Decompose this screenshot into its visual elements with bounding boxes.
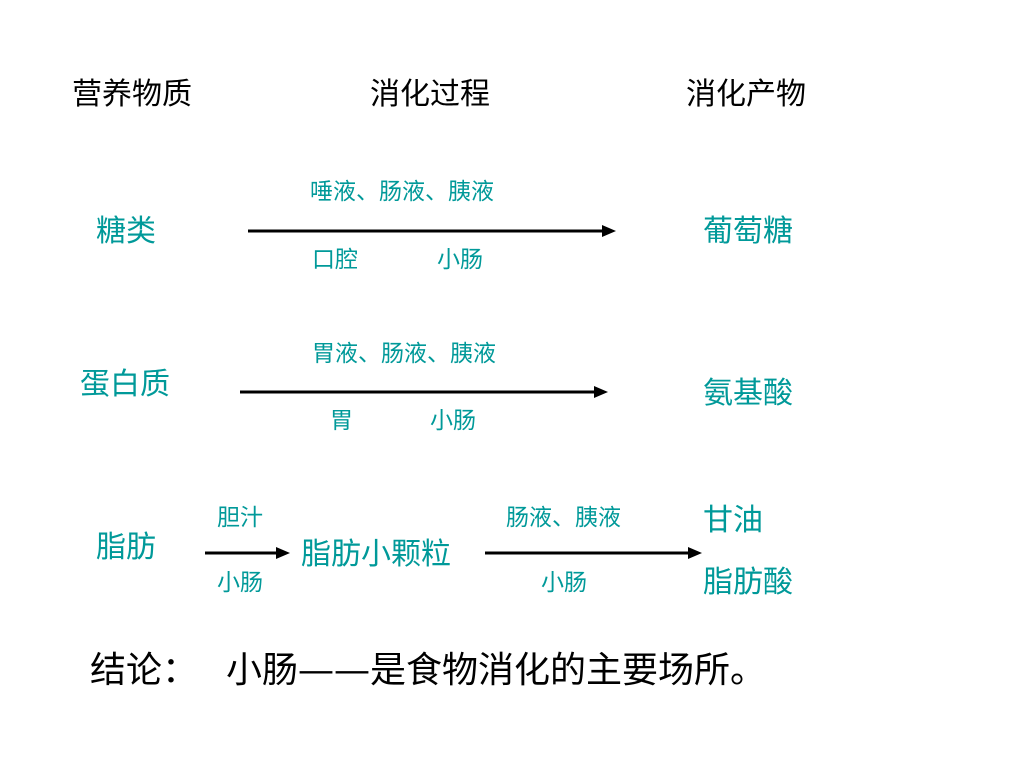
arrow-fat-step1 — [205, 547, 290, 559]
site-mouth: 口腔 — [312, 247, 358, 273]
nutrient-carbohydrate: 糖类 — [96, 214, 156, 249]
arrow-carbohydrate — [248, 225, 616, 237]
nutrient-protein: 蛋白质 — [80, 367, 170, 402]
product-glycerol: 甘油 — [703, 503, 763, 538]
header-nutrient: 营养物质 — [72, 77, 192, 112]
agent-bile: 胆汁 — [217, 505, 263, 531]
intermediate-fat-droplets: 脂肪小颗粒 — [301, 537, 451, 572]
site-small-intestine-4: 小肠 — [541, 570, 587, 596]
nutrient-fat: 脂肪 — [96, 530, 156, 565]
conclusion-text: 小肠——是食物消化的主要场所。 — [226, 650, 767, 691]
site-small-intestine-2: 小肠 — [430, 408, 476, 434]
site-small-intestine-3: 小肠 — [217, 570, 263, 596]
arrow-protein — [240, 386, 608, 398]
site-stomach: 胃 — [330, 408, 353, 434]
header-product: 消化产物 — [686, 77, 806, 112]
enzymes-fat: 肠液、胰液 — [506, 505, 621, 531]
arrow-fat-step2 — [485, 547, 702, 559]
product-glucose: 葡萄糖 — [703, 214, 793, 249]
enzymes-carbohydrate: 唾液、肠液、胰液 — [310, 179, 494, 205]
header-process: 消化过程 — [370, 77, 490, 112]
conclusion-label: 结论： — [90, 650, 199, 691]
site-small-intestine-1: 小肠 — [437, 247, 483, 273]
product-fatty-acid: 脂肪酸 — [703, 565, 793, 600]
enzymes-protein: 胃液、肠液、胰液 — [312, 341, 496, 367]
product-amino-acid: 氨基酸 — [703, 376, 793, 411]
